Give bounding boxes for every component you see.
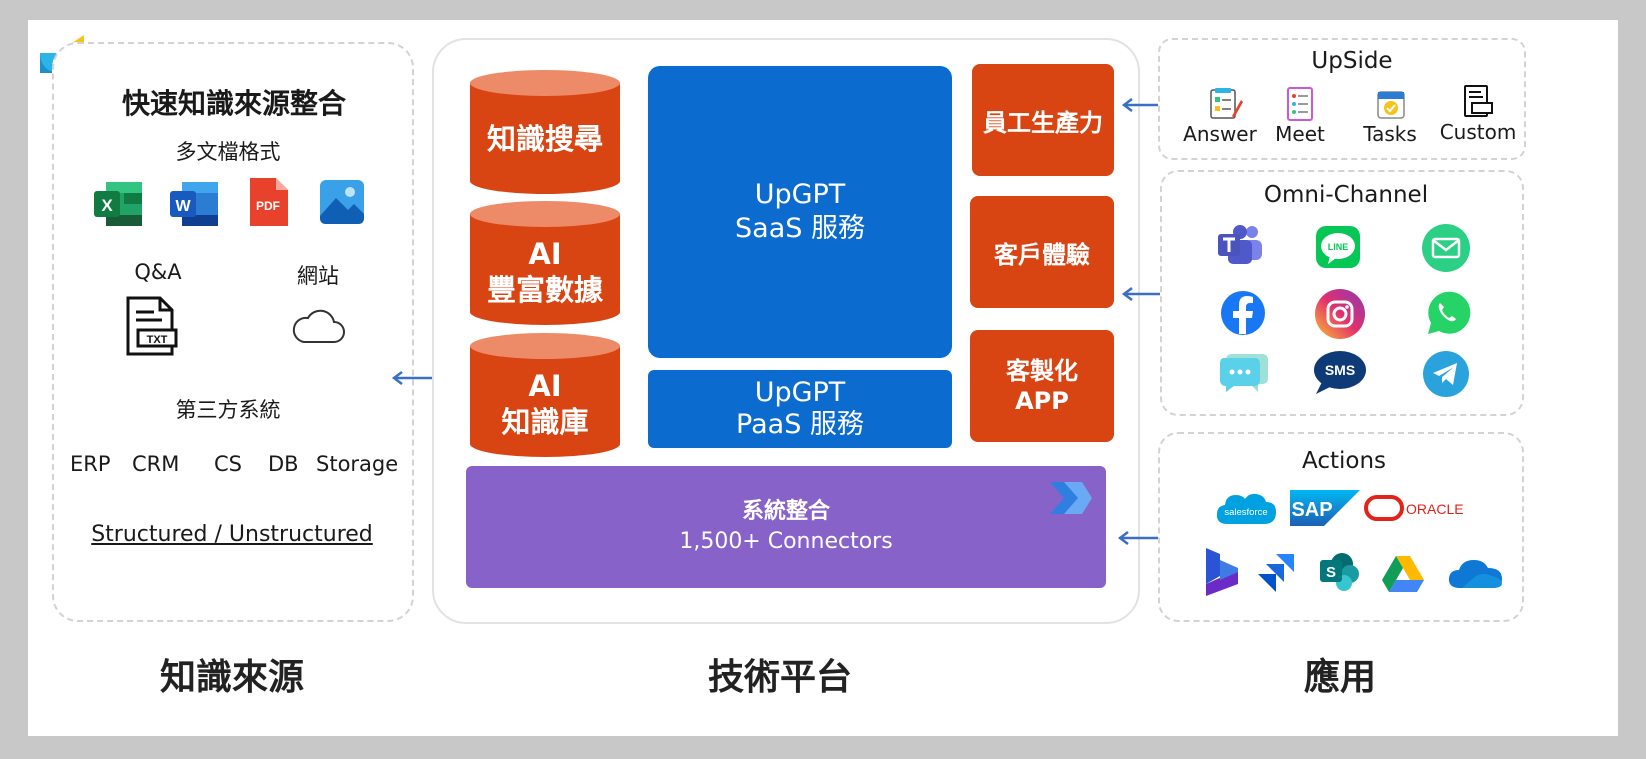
system-crm: CRM	[132, 452, 180, 476]
answer-icon	[1210, 88, 1243, 119]
sap-text: SAP	[1291, 499, 1332, 521]
meet-icon	[1287, 87, 1313, 121]
salesforce-logo: salesforce	[1216, 493, 1276, 524]
formats-label: 多文檔格式	[175, 140, 281, 164]
upside-answer-label: Answer	[1183, 122, 1257, 146]
word-icon: W	[170, 182, 218, 226]
qa-label: Q&A	[134, 260, 182, 284]
image-icon	[320, 180, 364, 224]
custom-label-2: APP	[1015, 387, 1069, 415]
saas-label-2: SaaS 服務	[735, 213, 865, 244]
cx-label: 客戶體驗	[994, 240, 1090, 269]
instagram-icon	[1315, 289, 1365, 339]
teams-icon	[1218, 225, 1262, 264]
excel-letter: X	[101, 196, 113, 215]
cyl-kb-label-1: AI	[528, 369, 562, 403]
cylinder-rich-data: AI 豐富數據	[469, 200, 621, 326]
txt-file-icon: TXT	[126, 296, 178, 356]
upside-title: UpSide	[1311, 48, 1393, 74]
paas-label-1: UpGPT	[754, 377, 846, 408]
saas-label-1: UpGPT	[754, 179, 846, 210]
cyl-kb-label-2: 知識庫	[501, 405, 589, 439]
power-automate-icon	[1050, 482, 1092, 514]
cylinder-knowledge-base: AI 知識庫	[469, 332, 621, 458]
word-letter: W	[175, 198, 191, 215]
paas-box: UpGPT PaaS 服務	[648, 370, 952, 448]
pdf-icon: PDF	[250, 178, 288, 226]
line-text: LINE	[1328, 242, 1349, 252]
dynamics-icon	[1206, 548, 1238, 596]
google-drive-icon	[1382, 556, 1424, 592]
diagram-canvas: 快速知識來源整合 多文檔格式 X W PDF Q&A 網站 TXT	[28, 20, 1618, 736]
cloud-icon	[292, 309, 345, 343]
cx-box: 客戶體驗	[970, 196, 1114, 308]
integration-label-2: 1,500+ Connectors	[679, 529, 893, 554]
omni-title: Omni-Channel	[1263, 182, 1429, 208]
sap-logo: SAP	[1290, 490, 1360, 526]
system-cs: CS	[214, 452, 242, 476]
custom-icon	[1464, 85, 1493, 117]
custom-label-1: 客製化	[1006, 357, 1078, 385]
sms-text: SMS	[1325, 362, 1355, 378]
upside-tasks-label: Tasks	[1363, 122, 1417, 146]
cylinder-knowledge-search: 知識搜尋	[469, 69, 621, 195]
onedrive-icon	[1448, 560, 1502, 588]
integration-label-1: 系統整合	[741, 499, 830, 524]
third-party-label: 第三方系統	[175, 398, 281, 422]
productivity-label: 員工生產力	[983, 108, 1103, 137]
structured-label: Structured / Unstructured	[91, 522, 373, 547]
actions-title: Actions	[1301, 448, 1387, 474]
system-erp: ERP	[70, 452, 111, 476]
custom-app-box: 客製化 APP	[970, 330, 1114, 442]
jira-icon	[1258, 554, 1294, 592]
cyl-data-label-2: 豐富數據	[486, 273, 603, 307]
section-apps: 應用	[1303, 657, 1377, 698]
web-label: 網站	[297, 264, 339, 288]
tasks-icon	[1377, 91, 1405, 119]
saas-box: UpGPT SaaS 服務	[648, 66, 952, 358]
productivity-box: 員工生產力	[972, 64, 1114, 176]
upside-meet-label: Meet	[1275, 122, 1325, 146]
section-sources: 知識來源	[159, 657, 305, 698]
section-platform: 技術平台	[707, 657, 853, 698]
cyl-data-label-1: AI	[528, 237, 562, 271]
whatsapp-icon	[1428, 291, 1471, 334]
excel-icon: X	[94, 182, 142, 226]
sharepoint-icon: S	[1320, 553, 1359, 591]
telegram-icon	[1423, 351, 1469, 397]
salesforce-text: salesforce	[1224, 507, 1267, 518]
line-icon: LINE	[1316, 226, 1360, 268]
cyl-search-label: 知識搜尋	[486, 122, 603, 156]
integration-box: 系統整合 1,500+ Connectors	[466, 466, 1106, 588]
system-db: DB	[268, 452, 299, 476]
sms-icon: SMS	[1314, 351, 1366, 394]
message-icon	[1422, 224, 1470, 272]
paas-label-2: PaaS 服務	[736, 409, 864, 440]
system-storage: Storage	[316, 452, 399, 476]
txt-letter: TXT	[147, 334, 168, 346]
upside-custom-label: Custom	[1439, 120, 1517, 144]
oracle-text: ORACLE	[1406, 501, 1464, 517]
sources-panel	[52, 42, 414, 622]
facebook-icon	[1221, 291, 1265, 335]
sources-title: 快速知識來源整合	[121, 87, 347, 120]
pdf-letter: PDF	[256, 199, 280, 213]
sharepoint-letter: S	[1326, 564, 1336, 581]
chat-icon	[1220, 354, 1268, 392]
oracle-logo: ORACLE	[1364, 495, 1464, 521]
